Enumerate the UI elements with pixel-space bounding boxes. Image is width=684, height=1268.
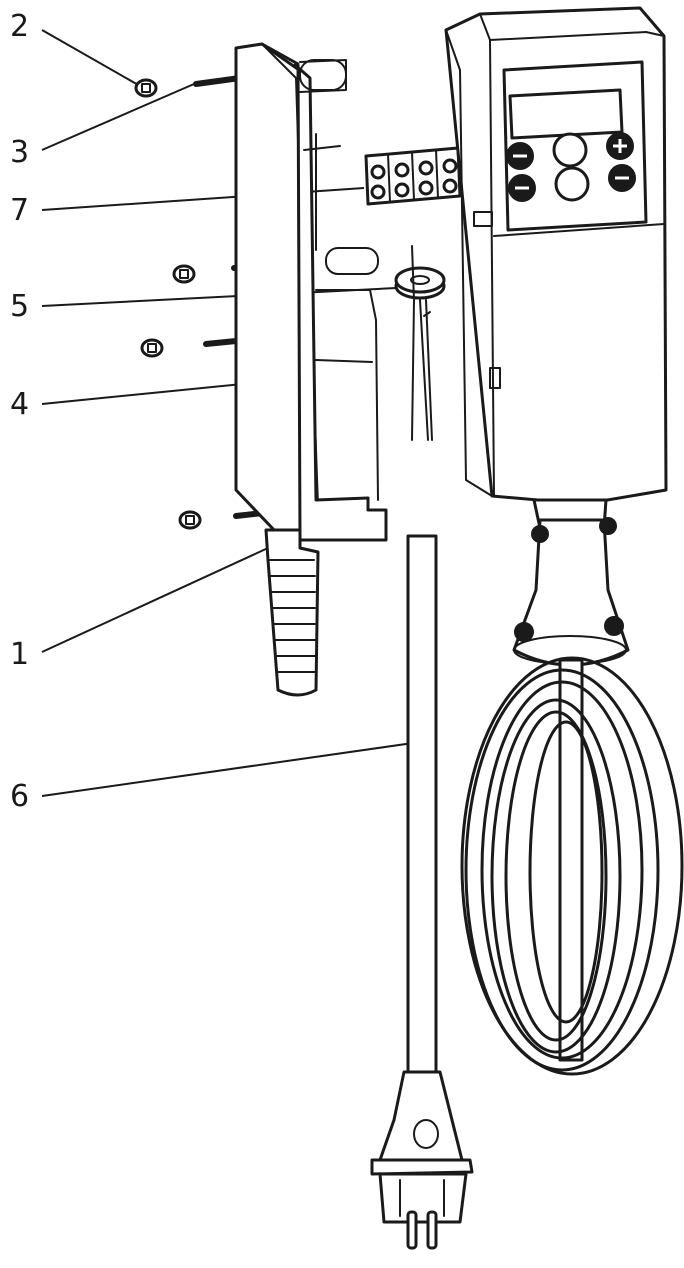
coiled-sensor-cable xyxy=(460,656,684,1076)
callout-label-3: 3 xyxy=(10,135,30,170)
part-5-grommet xyxy=(394,266,446,300)
control-panel xyxy=(502,60,648,232)
plus-circle-icon xyxy=(606,132,634,160)
minus-circle-icon xyxy=(608,164,636,192)
callout-label-7: 7 xyxy=(10,193,30,228)
part-2-nuts xyxy=(134,78,202,530)
part-4-back-plate xyxy=(234,42,388,542)
leader-line-6 xyxy=(41,741,421,797)
leader-line-3 xyxy=(41,83,195,151)
part-6-cable xyxy=(370,245,474,1250)
leader-lines xyxy=(41,29,421,797)
callout-label-6: 6 xyxy=(10,779,30,814)
lcd-display xyxy=(508,88,624,140)
callout-label-4: 4 xyxy=(10,387,30,422)
part-1-cable-gland xyxy=(264,528,320,697)
part-7-terminal-block xyxy=(364,146,462,206)
nut xyxy=(178,510,202,530)
leader-line-1 xyxy=(41,547,269,653)
minus-circle-icon xyxy=(508,174,536,202)
minus-circle-icon xyxy=(506,142,534,170)
callout-label-5: 5 xyxy=(10,289,30,324)
nut xyxy=(172,264,196,284)
leader-line-4 xyxy=(41,381,263,405)
nut xyxy=(140,338,164,358)
center-button-top xyxy=(552,132,588,168)
callout-label-1: 1 xyxy=(10,637,30,672)
leader-line-2 xyxy=(41,29,141,87)
nut xyxy=(134,78,158,98)
center-button-bottom xyxy=(554,166,590,202)
sensor-neck xyxy=(512,498,630,667)
callout-label-2: 2 xyxy=(10,9,30,44)
